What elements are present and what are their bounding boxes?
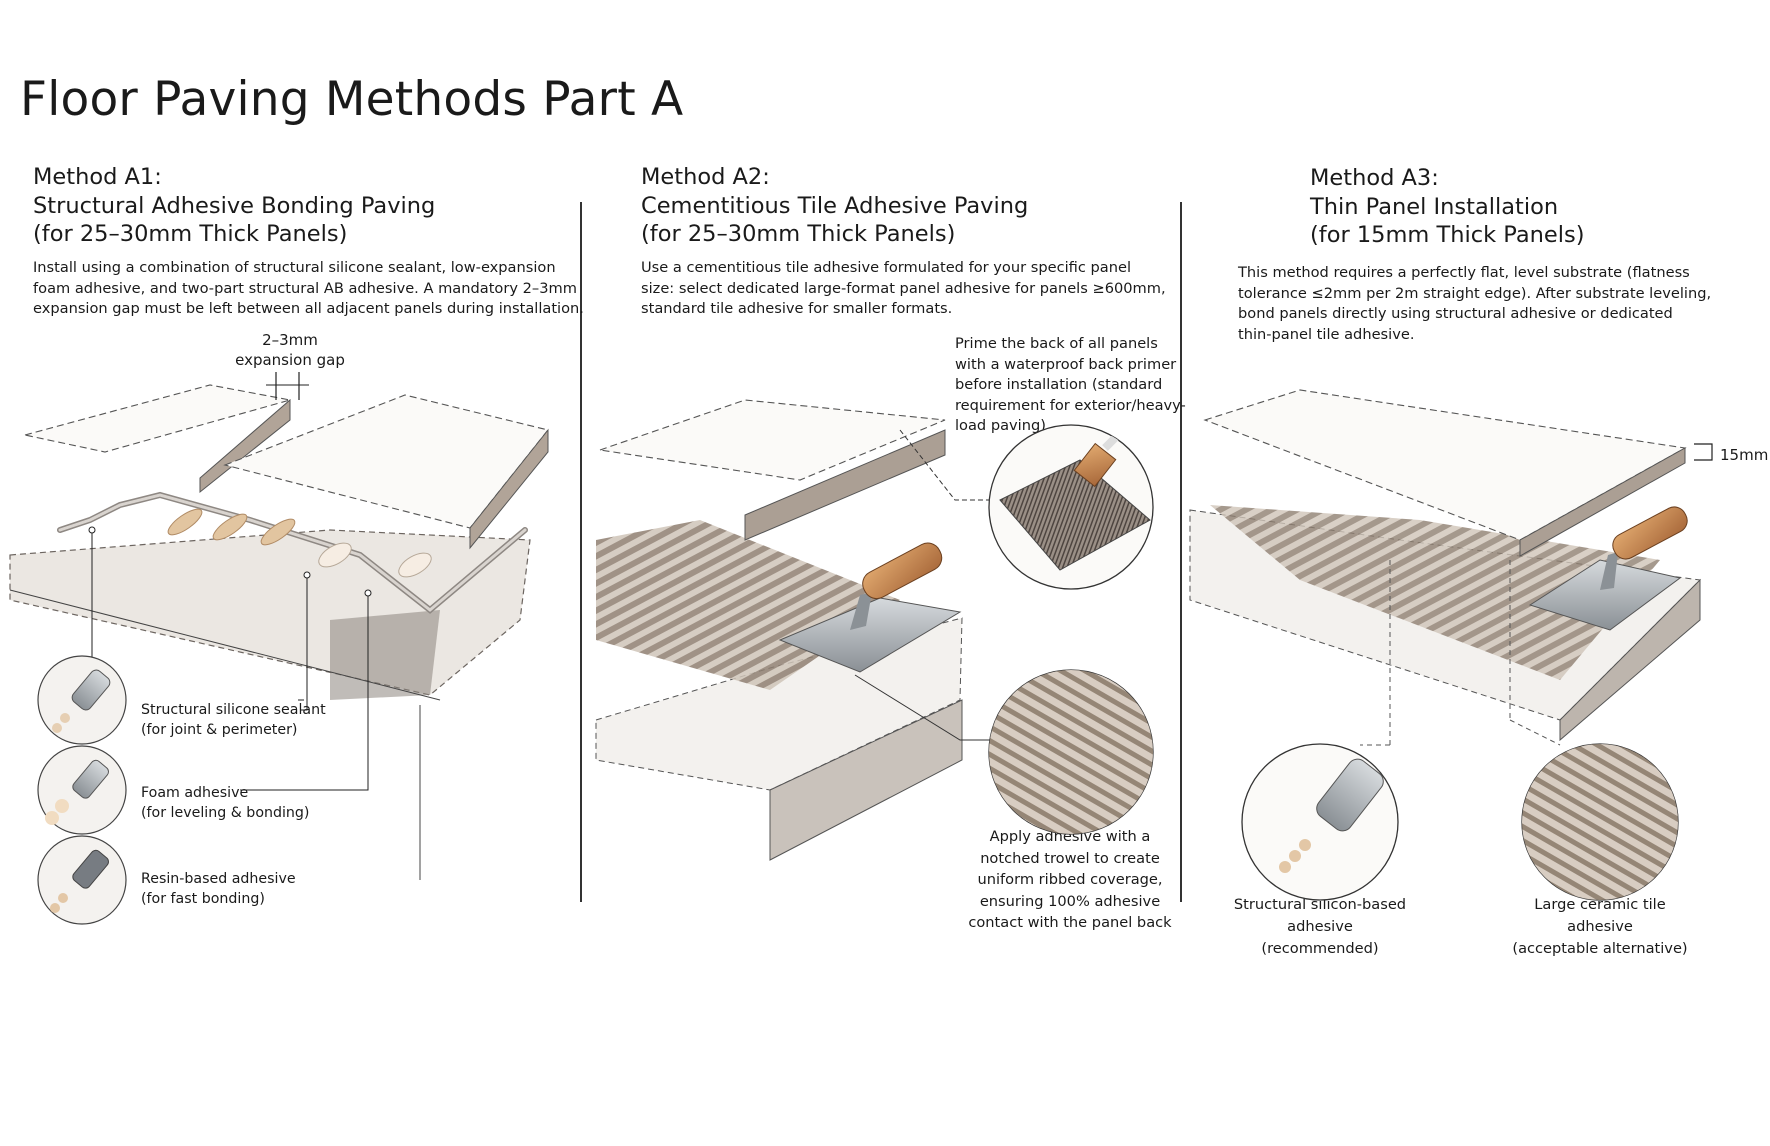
- method-a2-subtitle: Cementitious Tile Adhesive Paving: [641, 192, 1029, 219]
- method-a3-name: Method A3:: [1310, 165, 1439, 191]
- a2-assembly-illustration: [595, 399, 1154, 861]
- method-a1-description: Install using a combination of structura…: [33, 258, 584, 320]
- page-title: Floor Paving Methods Part A: [20, 72, 684, 127]
- description-line: This method requires a perfectly flat, l…: [1238, 264, 1690, 281]
- primer-note: Prime the back of all panels with a wate…: [955, 335, 1186, 434]
- silicone-gun-icon: [37, 655, 127, 745]
- adhesive-label-resin: Resin-based adhesive (for fast bonding): [141, 869, 296, 909]
- method-a3-description: This method requires a perfectly flat, l…: [1238, 263, 1711, 345]
- trowel-handle-icon: [1600, 506, 1688, 590]
- expansion-gap-label: 2–3mm expansion gap: [235, 331, 345, 369]
- adhesive-note: (for leveling & bonding): [141, 805, 310, 821]
- adhesive-label-foam: Foam adhesive (for leveling & bonding): [141, 783, 309, 823]
- adhesive-label-silicone: Structural silicone sealant (for joint &…: [141, 700, 326, 740]
- description-line: Install using a combination of structura…: [33, 259, 556, 276]
- silicone-tube-icon: [1279, 758, 1384, 873]
- foam-gun-icon: [37, 745, 127, 835]
- method-a2-thickness: (for 25–30mm Thick Panels): [641, 221, 956, 247]
- a3-assembly-illustration: [1189, 389, 1713, 901]
- resin-gun-icon: [37, 835, 127, 925]
- description-line: standard tile adhesive for smaller forma…: [641, 300, 953, 317]
- option-label-silicon: Structural silicon-based adhesive (recom…: [1233, 896, 1407, 957]
- method-a1-subtitle: Structural Adhesive Bonding Paving: [33, 192, 436, 219]
- method-a1-heading: Method A1: Structural Adhesive Bonding P…: [33, 163, 435, 249]
- method-a1-thickness: (for 25–30mm Thick Panels): [33, 221, 348, 247]
- panel-thickness-label: 15mm: [1720, 446, 1769, 464]
- description-line: Use a cementitious tile adhesive formula…: [641, 259, 1132, 276]
- method-a2-heading: Method A2: Cementitious Tile Adhesive Pa…: [641, 163, 1028, 249]
- method-a3-subtitle: Thin Panel Installation: [1310, 193, 1559, 220]
- description-line: foam adhesive, and two-part structural A…: [33, 279, 577, 297]
- option-label-ceramic: Large ceramic tile adhesive (acceptable …: [1512, 896, 1688, 957]
- ceramic-adhesive-closeup: [1522, 744, 1678, 900]
- a1-assembly-illustration: [9, 372, 549, 925]
- adhesive-name: Foam adhesive: [141, 785, 249, 801]
- column-divider-2: [1180, 202, 1182, 902]
- description-line: size: select dedicated large-format pane…: [641, 279, 1166, 297]
- method-a1-name: Method A1:: [33, 164, 162, 190]
- method-a3-heading: Method A3: Thin Panel Installation (for …: [1310, 164, 1585, 250]
- column-divider-1: [580, 202, 582, 902]
- method-a2-description: Use a cementitious tile adhesive formula…: [641, 258, 1166, 320]
- description-line: thin-panel tile adhesive.: [1238, 325, 1415, 343]
- ribbed-adhesive-closeup: [989, 670, 1153, 834]
- adhesive-name: Structural silicone sealant: [141, 702, 326, 718]
- trowel-handle-icon: [850, 542, 943, 630]
- adhesive-note: (for joint & perimeter): [141, 722, 298, 738]
- adhesive-dabs: [167, 508, 432, 578]
- adhesive-name: Resin-based adhesive: [141, 871, 296, 887]
- method-a2-name: Method A2:: [641, 164, 770, 190]
- method-a3-thickness: (for 15mm Thick Panels): [1310, 222, 1585, 248]
- description-line: bond panels directly using structural ad…: [1238, 305, 1673, 322]
- adhesive-note: (for fast bonding): [141, 891, 265, 907]
- trowel-note: Apply adhesive with a notched trowel to …: [968, 828, 1172, 931]
- description-line: expansion gap must be left between all a…: [33, 300, 584, 317]
- description-line: tolerance ≤2mm per 2m straight edge). Af…: [1238, 284, 1712, 302]
